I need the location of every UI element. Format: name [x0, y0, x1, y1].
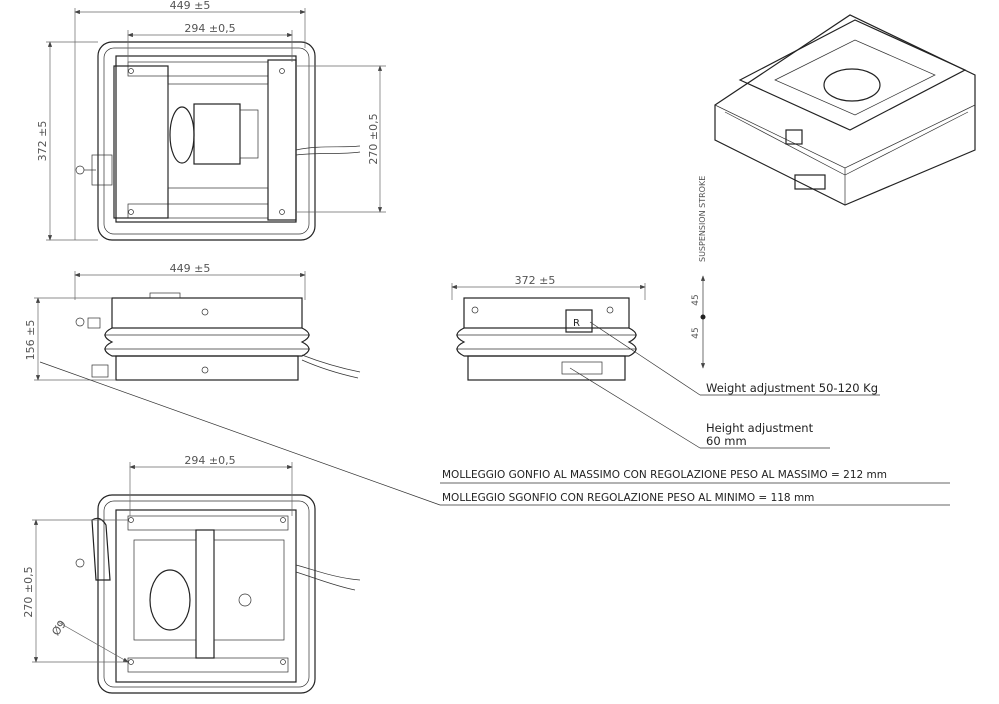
bottom-inner-depth-dim: 270 ±0,5	[22, 566, 35, 617]
isometric-view	[714, 14, 976, 206]
stroke-upper: 45	[691, 294, 701, 305]
height-adjustment-callout-line2: 60 mm	[706, 434, 747, 448]
hole-diameter-dim: Ø9	[49, 618, 69, 638]
top-inner-width-dim: 294 ±0,5	[184, 22, 235, 35]
svg-text:R: R	[573, 318, 580, 329]
front-width-dim: 449 ±5	[170, 262, 211, 275]
top-depth-dim: 372 ±5	[36, 121, 49, 162]
front-view	[34, 271, 361, 381]
top-width-dim: 449 ±5	[170, 0, 211, 12]
top-view	[46, 8, 386, 241]
stroke-lower: 45	[691, 327, 701, 338]
top-inner-depth-dim: 270 ±0,5	[367, 113, 380, 164]
height-adjustment-callout-line1: Height adjustment	[706, 421, 814, 435]
note-min-stroke: MOLLEGGIO SGONFIO CON REGOLAZIONE PESO A…	[442, 492, 814, 504]
front-height-dim: 156 ±5	[24, 320, 37, 361]
bottom-inner-width-dim: 294 ±0,5	[184, 454, 235, 467]
side-depth-dim: 372 ±5	[515, 274, 556, 287]
side-view: R	[39, 283, 950, 506]
suspension-stroke-indicator	[700, 275, 706, 369]
note-max-stroke: MOLLEGGIO GONFIO AL MASSIMO CON REGOLAZI…	[442, 469, 887, 481]
weight-adjustment-callout: Weight adjustment 50-120 Kg	[706, 381, 878, 395]
bottom-view	[32, 462, 361, 694]
suspension-stroke-label: SUSPENSION STROKE	[698, 176, 707, 262]
